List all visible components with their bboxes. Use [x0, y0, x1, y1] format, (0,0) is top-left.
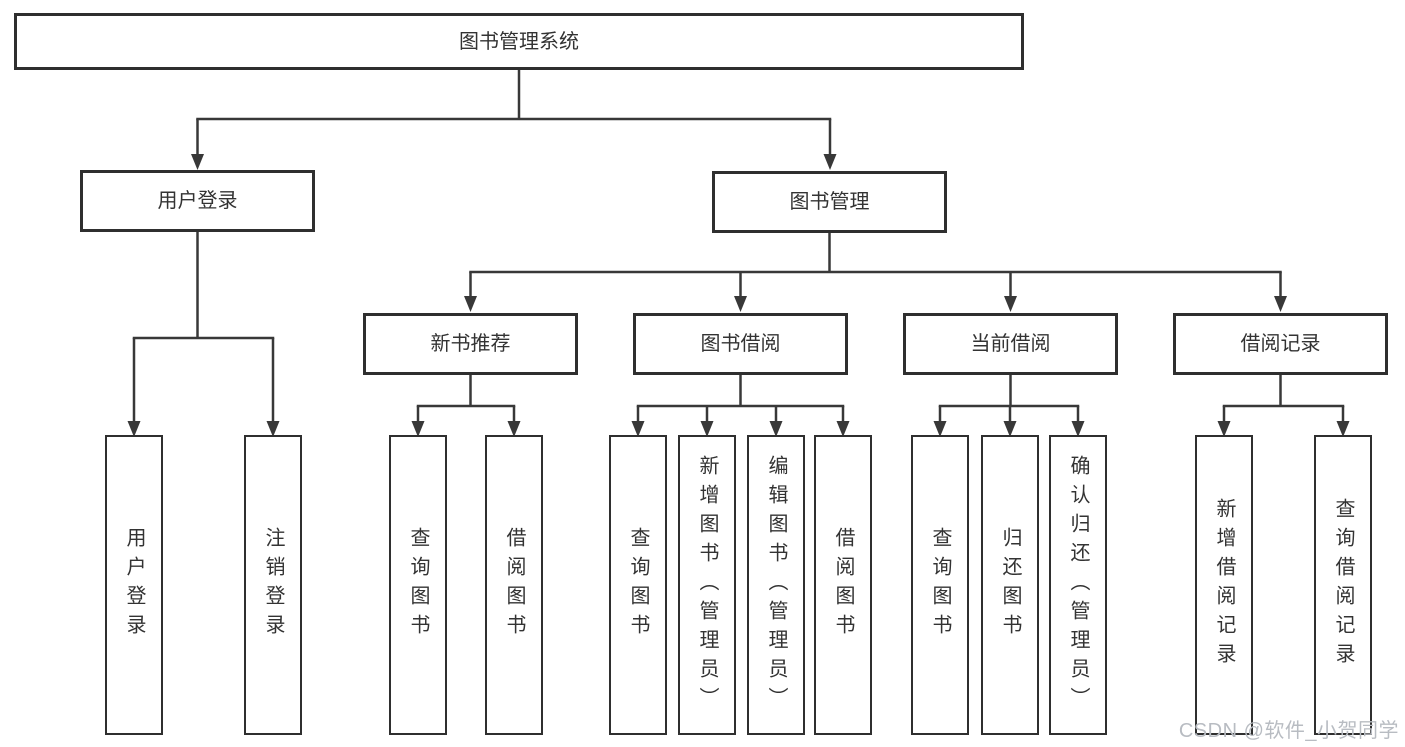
leaf-confirm-return-admin: 确认归还（管理员）: [1049, 435, 1107, 735]
node-user-login: 用户登录: [80, 170, 315, 232]
leaf-logout: 注销登录: [244, 435, 302, 735]
node-root-label: 图书管理系统: [459, 30, 579, 53]
leaf-recommend-borrow-books-label: 借阅图书: [503, 527, 525, 643]
leaf-add-borrow-record: 新增借阅记录: [1195, 435, 1253, 735]
leaf-current-query-books: 查询图书: [911, 435, 969, 735]
node-book-management-label: 图书管理: [789, 191, 870, 213]
leaf-borrow-query-books-label: 查询图书: [627, 527, 649, 643]
leaf-borrow-books-label: 借阅图书: [832, 527, 854, 643]
leaf-query-borrow-record: 查询借阅记录: [1314, 435, 1372, 735]
leaf-edit-book-admin-label: 编辑图书（管理员）: [765, 454, 787, 716]
node-user-login-label: 用户登录: [157, 190, 238, 212]
node-new-book-recommend-label: 新书推荐: [430, 333, 511, 355]
node-current-borrow: 当前借阅: [903, 313, 1118, 375]
node-current-borrow-label: 当前借阅: [970, 333, 1051, 355]
leaf-add-book-admin: 新增图书（管理员）: [678, 435, 736, 735]
node-book-borrow: 图书借阅: [633, 313, 848, 375]
leaf-return-book: 归还图书: [981, 435, 1039, 735]
leaf-user-login-label: 用户登录: [123, 527, 145, 643]
leaf-logout-label: 注销登录: [262, 527, 284, 643]
leaf-edit-book-admin: 编辑图书（管理员）: [747, 435, 805, 735]
leaf-borrow-books: 借阅图书: [814, 435, 872, 735]
leaf-add-borrow-record-label: 新增借阅记录: [1213, 498, 1235, 672]
leaf-recommend-query-books: 查询图书: [389, 435, 447, 735]
node-root: 图书管理系统: [14, 13, 1024, 70]
leaf-current-query-books-label: 查询图书: [929, 527, 951, 643]
leaf-query-borrow-record-label: 查询借阅记录: [1332, 498, 1354, 672]
leaf-return-book-label: 归还图书: [999, 527, 1021, 643]
csdn-watermark: CSDN @软件_小贺同学: [1178, 720, 1399, 742]
node-book-borrow-label: 图书借阅: [700, 333, 781, 355]
leaf-user-login: 用户登录: [105, 435, 163, 735]
leaf-recommend-borrow-books: 借阅图书: [485, 435, 543, 735]
node-borrow-records: 借阅记录: [1173, 313, 1388, 375]
leaf-borrow-query-books: 查询图书: [609, 435, 667, 735]
node-new-book-recommend: 新书推荐: [363, 313, 578, 375]
leaf-add-book-admin-label: 新增图书（管理员）: [696, 454, 718, 716]
leaf-recommend-query-books-label: 查询图书: [407, 527, 429, 643]
node-borrow-records-label: 借阅记录: [1240, 333, 1321, 355]
node-book-management: 图书管理: [712, 171, 947, 233]
leaf-confirm-return-admin-label: 确认归还（管理员）: [1067, 454, 1089, 716]
